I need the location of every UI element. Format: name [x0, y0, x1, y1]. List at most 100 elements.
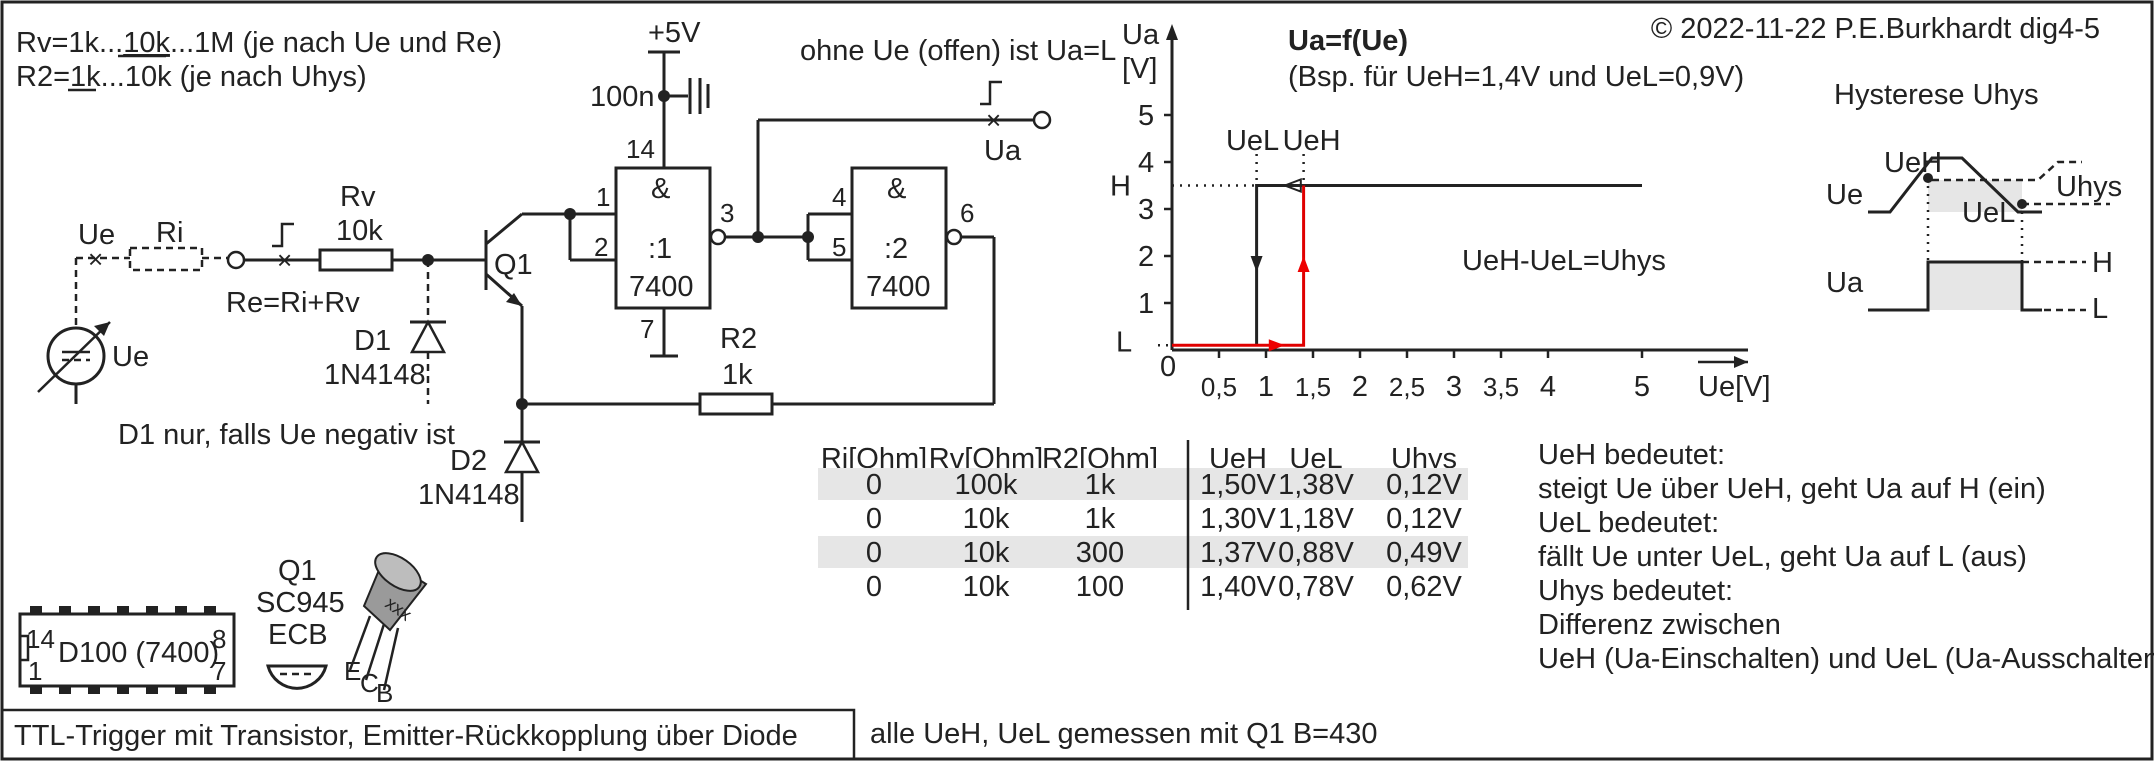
table-cell: 1,30V — [1200, 503, 1276, 535]
hys-h-label: H — [2092, 247, 2113, 279]
y-tick-label: 4 — [1138, 147, 1154, 179]
explanation-line: steigt Ue über UeH, geht Ua auf H (ein) — [1538, 473, 2046, 505]
hys-ua-curve — [1868, 260, 2042, 312]
chart-axes — [1166, 24, 1748, 368]
lead-b: B — [376, 678, 393, 708]
arrow-right-red-icon — [1268, 339, 1285, 352]
hys-uel-label: UeL — [1962, 197, 2015, 229]
d2-label: D2 — [450, 445, 487, 477]
transistor-name: Q1 — [278, 555, 317, 587]
y-tick-label: 2 — [1138, 241, 1154, 273]
table-cell: 1,37V — [1200, 537, 1276, 569]
to92-package-icon: xxx — [348, 552, 428, 691]
table-cell: 10k — [963, 503, 1010, 535]
step-symbol-output — [980, 80, 1002, 106]
circuit-schematic: Ue × Ri × Rv 10k Re=Ri+Rv Ue D1 1N4148 D… — [37, 17, 1116, 522]
hys-ue-shade — [1928, 180, 2022, 212]
rv-resistor — [318, 248, 394, 272]
pin-1: 1 — [596, 182, 610, 212]
re-formula: Re=Ri+Rv — [226, 287, 360, 319]
source-label: Ue — [112, 341, 149, 373]
table-cell: 0,49V — [1386, 537, 1462, 569]
ic-pin8-label: 8 — [212, 624, 226, 654]
y-tick-label: 1 — [1138, 288, 1154, 320]
ri-resistor — [128, 246, 204, 272]
hys-uhys-label: Uhys — [2056, 171, 2122, 203]
open-input-note: ohne Ue (offen) ist Ua=L — [800, 35, 1116, 67]
y-axis-label-top: Ua — [1122, 19, 1160, 51]
copyright-text: © 2022-11-22 P.E.Burkhardt dig4-5 — [1651, 13, 2100, 45]
hys-ue-label: Ue — [1826, 179, 1863, 211]
table-cell: 1,38V — [1278, 469, 1354, 501]
ic-pin — [146, 606, 158, 614]
ic-pin — [59, 686, 71, 694]
gate2-chip: 7400 — [866, 271, 931, 303]
ue-cross-mark: × — [88, 244, 103, 274]
r2-range-text: R2=1k...10k (je nach Uhys) — [16, 61, 367, 93]
table-cell: 300 — [1076, 537, 1124, 569]
uel-marker-label: UeL — [1226, 125, 1279, 157]
table-cell: 0 — [866, 503, 882, 535]
lead-e: E — [344, 656, 361, 686]
parts-pinout: 14 1 8 7 D100 (7400) Q1 SC945 ECB xxx E … — [18, 552, 428, 708]
ic-pin — [117, 686, 129, 694]
table-cell: 0,88V — [1278, 537, 1354, 569]
y-axis-label-unit: [V] — [1122, 53, 1157, 85]
gate2-name: :2 — [884, 233, 908, 265]
x-tick-label: 1,5 — [1295, 372, 1331, 402]
table-row-shade — [818, 468, 1468, 500]
cap-label: 100n — [590, 81, 655, 113]
gate2-output-bubble — [945, 228, 963, 246]
pin-14: 14 — [626, 134, 655, 164]
arrow-down-icon — [1250, 256, 1263, 272]
lead-c: C — [360, 668, 379, 698]
transistor-type: SC945 — [256, 587, 345, 619]
x-tick-label: 2 — [1352, 371, 1368, 403]
ic-pin7-label: 7 — [212, 656, 226, 686]
ueh-marker-label: UeH — [1283, 125, 1341, 157]
hys-ua-label: Ua — [1826, 267, 1864, 299]
ri-label: Ri — [156, 217, 183, 249]
table-cell: 0 — [866, 537, 882, 569]
gate1-chip: 7400 — [629, 271, 694, 303]
explanation-line: UeL bedeutet: — [1538, 507, 1719, 539]
ic-pin — [146, 686, 158, 694]
arrow-left-icon — [1281, 178, 1302, 193]
pin-3: 3 — [720, 198, 734, 228]
gate2-symbol: & — [887, 173, 906, 205]
ic-pin14-label: 14 — [26, 624, 55, 654]
ua-terminal — [1032, 110, 1052, 130]
footer-frame — [2, 708, 856, 759]
ic-pin — [175, 606, 187, 614]
chart-series — [1172, 178, 1642, 352]
table-cell: 0 — [866, 571, 882, 603]
ua-label: Ua — [984, 135, 1022, 167]
table-cell: 0,62V — [1386, 571, 1462, 603]
arrow-up-red-icon — [1297, 256, 1310, 272]
table-cell: 0 — [866, 469, 882, 501]
y-tick-label: 5 — [1138, 100, 1154, 132]
rv-value: 10k — [336, 215, 383, 247]
l-level-label: L — [1116, 326, 1132, 358]
table-cell: 100 — [1076, 571, 1124, 603]
supply-label: +5V — [648, 17, 701, 49]
variable-arrow — [37, 321, 111, 393]
table-cell: 1k — [1085, 503, 1116, 535]
ic-pins-top — [30, 606, 216, 614]
ic-pins-bottom — [30, 686, 216, 694]
table-cell: 10k — [963, 571, 1010, 603]
series-falling-ue — [1255, 184, 1642, 346]
ic-pin — [30, 686, 42, 694]
explanation-text: UeH bedeutet:steigt Ue über UeH, geht Ua… — [1538, 439, 2154, 675]
ic-pin — [175, 686, 187, 694]
d1-note: D1 nur, falls Ue negativ ist — [118, 419, 455, 451]
d1-part: 1N4148 — [324, 359, 426, 391]
ua-cross-mark: × — [986, 105, 1001, 135]
rv-label: Rv — [340, 181, 376, 213]
footer: TTL-Trigger mit Transistor, Emitter-Rück… — [2, 708, 1378, 759]
y-tick-label: 3 — [1138, 194, 1154, 226]
x-tick-label: 5 — [1634, 371, 1650, 403]
